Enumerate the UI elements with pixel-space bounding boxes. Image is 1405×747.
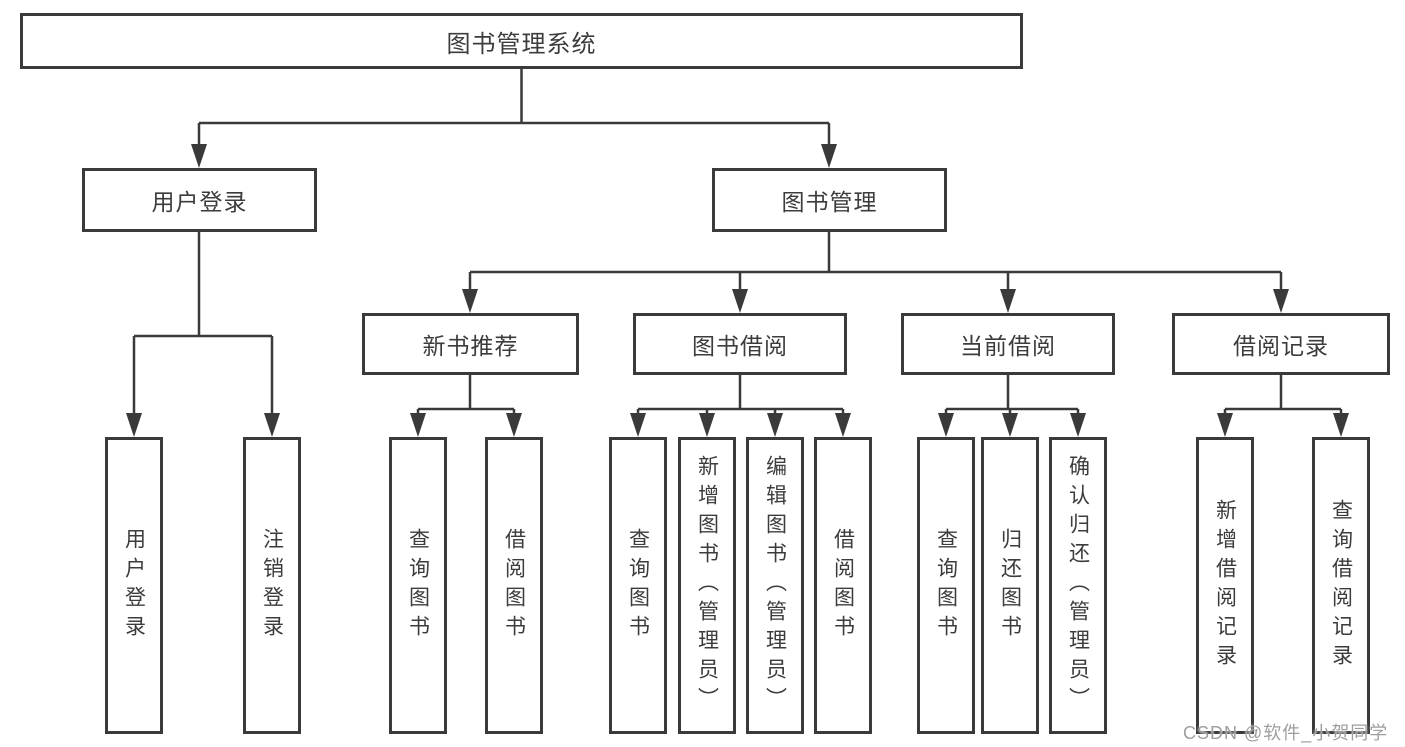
leaf-query-books-current: 查询图书: [917, 437, 975, 734]
leaf-query-books-borrowing-label: 查询图书: [626, 527, 650, 644]
leaf-borrow-books-borrowing: 借阅图书: [814, 437, 872, 734]
watermark-csdn: CSDN @软件_小贺同学: [1183, 723, 1389, 743]
node-user-login: 用户登录: [82, 168, 317, 232]
leaf-borrow-books-borrowing-label: 借阅图书: [831, 527, 855, 644]
node-current-borrowing-label: 当前借阅: [960, 333, 1056, 359]
leaf-add-book-admin: 新增图书（管理员）: [678, 437, 736, 734]
leaf-borrow-books-recommend-label: 借阅图书: [502, 527, 526, 644]
leaf-query-books-borrowing: 查询图书: [609, 437, 667, 734]
leaf-logout-label: 注销登录: [260, 527, 284, 644]
leaf-add-borrow-record: 新增借阅记录: [1196, 437, 1254, 734]
leaf-confirm-return-admin: 确认归还（管理员）: [1049, 437, 1107, 734]
leaf-query-books-current-label: 查询图书: [934, 527, 958, 644]
node-current-borrowing: 当前借阅: [901, 313, 1115, 375]
leaf-add-book-admin-label: 新增图书（管理员）: [695, 455, 719, 716]
leaf-logout: 注销登录: [243, 437, 301, 734]
leaf-query-books-recommend-label: 查询图书: [406, 527, 430, 644]
leaf-user-login: 用户登录: [105, 437, 163, 734]
node-new-book-recommend: 新书推荐: [362, 313, 579, 375]
leaf-borrow-books-recommend: 借阅图书: [485, 437, 543, 734]
leaf-return-book-label: 归还图书: [998, 527, 1022, 644]
node-book-borrowing: 图书借阅: [633, 313, 847, 375]
node-new-book-recommend-label: 新书推荐: [422, 333, 519, 359]
leaf-confirm-return-admin-label: 确认归还（管理员）: [1066, 455, 1090, 716]
node-book-management-label: 图书管理: [781, 189, 878, 215]
node-user-login-label: 用户登录: [151, 189, 248, 215]
node-book-management: 图书管理: [712, 168, 947, 232]
leaf-add-borrow-record-label: 新增借阅记录: [1213, 498, 1237, 673]
node-library-system: 图书管理系统: [20, 13, 1023, 69]
leaf-query-borrow-record: 查询借阅记录: [1312, 437, 1370, 734]
leaf-user-login-label: 用户登录: [122, 527, 146, 644]
node-borrowing-records-label: 借阅记录: [1233, 333, 1329, 359]
leaf-query-books-recommend: 查询图书: [389, 437, 447, 734]
node-borrowing-records: 借阅记录: [1172, 313, 1390, 375]
leaf-edit-book-admin: 编辑图书（管理员）: [746, 437, 804, 734]
node-library-system-label: 图书管理系统: [446, 30, 597, 58]
leaf-query-borrow-record-label: 查询借阅记录: [1329, 498, 1353, 673]
node-book-borrowing-label: 图书借阅: [692, 333, 788, 359]
leaf-return-book: 归还图书: [981, 437, 1039, 734]
leaf-edit-book-admin-label: 编辑图书（管理员）: [763, 455, 787, 716]
